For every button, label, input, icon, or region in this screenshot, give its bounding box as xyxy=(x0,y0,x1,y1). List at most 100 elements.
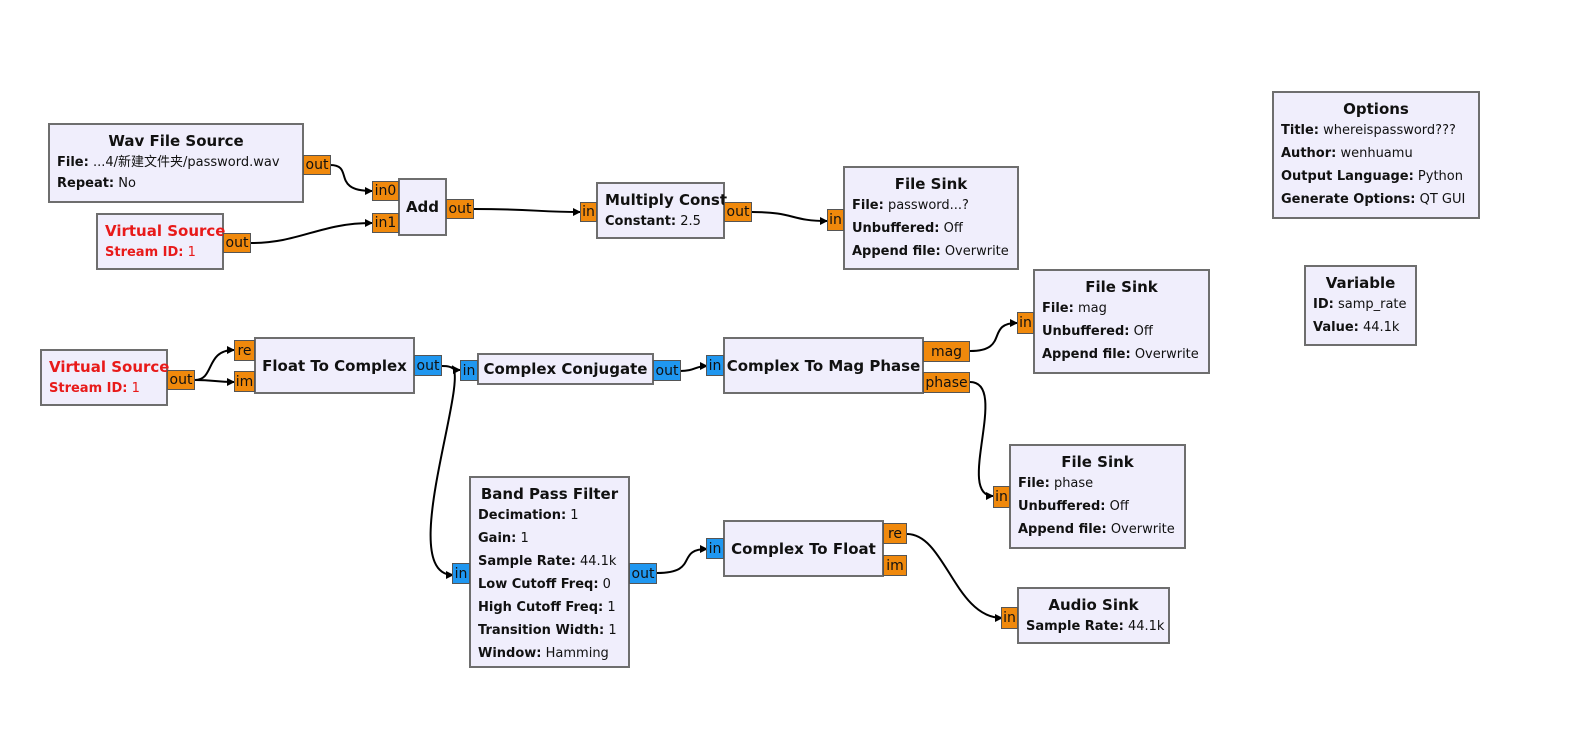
param-constant: Constant: 2.5 xyxy=(605,214,701,229)
block-title: Float To Complex xyxy=(262,356,407,375)
wire-c2f-re-to-audio xyxy=(906,533,1003,622)
wire-vsrc2-to-f2c-im xyxy=(194,377,235,386)
band-pass-filter-block[interactable]: Band Pass Filter Decimation: 1 Gain: 1 S… xyxy=(469,476,630,668)
block-title: Multiply Const xyxy=(605,191,728,209)
param-output-language: Output Language: Python xyxy=(1281,169,1463,184)
block-title: Virtual Source xyxy=(105,222,226,240)
param-decimation: Decimation: 1 xyxy=(478,508,579,523)
param-file: File: mag xyxy=(1042,301,1107,316)
float-to-complex-im-port[interactable]: im xyxy=(234,371,255,392)
wav-out-port[interactable]: out xyxy=(303,155,331,175)
block-title: File Sink xyxy=(1085,278,1158,296)
complex-to-float-block[interactable]: Complex To Float xyxy=(723,520,884,577)
param-transition-width: Transition Width: 1 xyxy=(478,623,617,638)
band-pass-filter-in-port[interactable]: in xyxy=(452,563,470,584)
wire-f2c-to-bpf xyxy=(429,365,456,579)
param-value: Value: 44.1k xyxy=(1313,320,1400,335)
param-unbuffered: Unbuffered: Off xyxy=(1018,499,1129,514)
wire-bpf-to-c2f xyxy=(656,545,708,574)
wire-conj-to-magphase xyxy=(679,362,708,372)
float-to-complex-re-port[interactable]: re xyxy=(234,340,255,361)
complex-conjugate-out-port[interactable]: out xyxy=(653,360,681,381)
block-title: Band Pass Filter xyxy=(480,485,619,503)
block-title: Add xyxy=(405,198,440,216)
complex-to-float-im-port[interactable]: im xyxy=(883,555,907,576)
band-pass-filter-out-port[interactable]: out xyxy=(629,563,657,584)
param-sample-rate: Sample Rate: 44.1k xyxy=(478,554,617,569)
add-in1-port[interactable]: in1 xyxy=(372,213,399,233)
block-title: Complex Conjugate xyxy=(483,360,648,378)
file-sink-block[interactable]: File Sink File: password...? Unbuffered:… xyxy=(843,166,1019,270)
param-low-cutoff: Low Cutoff Freq: 0 xyxy=(478,577,611,592)
virtual-source-out-port[interactable]: out xyxy=(223,233,251,253)
block-title: Variable xyxy=(1325,274,1396,292)
float-to-complex-block[interactable]: Float To Complex xyxy=(254,337,415,394)
float-to-complex-out-port[interactable]: out xyxy=(414,355,442,376)
multiply-in-port[interactable]: in xyxy=(580,202,597,222)
block-title: Virtual Source xyxy=(49,358,170,376)
virtual-source-block[interactable]: Virtual Source Stream ID: 1 xyxy=(40,349,170,406)
param-append: Append file: Overwrite xyxy=(852,244,1009,259)
param-id: ID: samp_rate xyxy=(1313,297,1407,312)
param-file: File: ...4/新建文件夹/password.wav xyxy=(57,155,280,170)
audio-sink-block[interactable]: Audio Sink Sample Rate: 44.1k xyxy=(1017,587,1170,644)
complex-conjugate-in-port[interactable]: in xyxy=(460,360,478,381)
param-file: File: phase xyxy=(1018,476,1094,491)
param-sample-rate: Sample Rate: 44.1k xyxy=(1026,619,1165,634)
param-append: Append file: Overwrite xyxy=(1018,522,1175,537)
block-title: File Sink xyxy=(1061,453,1134,471)
wire-add-to-multiply xyxy=(473,207,581,216)
multiply-out-port[interactable]: out xyxy=(724,202,752,222)
param-gain: Gain: 1 xyxy=(478,531,529,546)
add-in0-port[interactable]: in0 xyxy=(372,181,399,201)
param-file: File: password...? xyxy=(852,198,969,213)
complex-to-float-in-port[interactable]: in xyxy=(706,538,724,559)
param-high-cutoff: High Cutoff Freq: 1 xyxy=(478,600,616,615)
virtual-source-block[interactable]: Virtual Source Stream ID: 1 xyxy=(96,213,226,270)
block-title: Options xyxy=(1343,100,1409,118)
param-stream-id: Stream ID: 1 xyxy=(49,381,140,396)
complex-to-mag-phase-in-port[interactable]: in xyxy=(706,355,724,376)
audio-sink-in-port[interactable]: in xyxy=(1001,607,1018,629)
add-out-port[interactable]: out xyxy=(446,199,474,219)
wire-vsrc2-to-f2c-re xyxy=(194,346,235,381)
phase-out-port[interactable]: phase xyxy=(923,372,970,393)
param-repeat: Repeat: No xyxy=(57,176,136,191)
block-title: Complex To Float xyxy=(731,539,876,558)
block-title: File Sink xyxy=(894,175,968,193)
param-title: Title: whereispassword??? xyxy=(1281,123,1456,138)
block-title: Complex To Mag Phase xyxy=(726,356,921,375)
multiply-const-block[interactable]: Multiply Const Constant: 2.5 xyxy=(596,182,728,239)
block-title: Audio Sink xyxy=(1048,596,1139,614)
param-unbuffered: Unbuffered: Off xyxy=(1042,324,1153,339)
variable-block[interactable]: Variable ID: samp_rate Value: 44.1k xyxy=(1304,265,1417,346)
file-sink-block[interactable]: File Sink File: phase Unbuffered: Off Ap… xyxy=(1009,444,1186,549)
wire-wav-to-add-in0 xyxy=(329,164,373,195)
wire-f2c-to-conj xyxy=(441,365,461,374)
file-sink-in-port[interactable]: in xyxy=(1017,312,1034,334)
complex-to-float-re-port[interactable]: re xyxy=(883,523,907,544)
param-stream-id: Stream ID: 1 xyxy=(105,245,196,260)
complex-conjugate-block[interactable]: Complex Conjugate xyxy=(477,353,654,385)
virtual-source-out-port[interactable]: out xyxy=(167,370,195,390)
param-window: Window: Hamming xyxy=(478,646,609,661)
param-author: Author: wenhuamu xyxy=(1281,146,1413,161)
add-block[interactable]: Add xyxy=(398,178,447,236)
mag-out-port[interactable]: mag xyxy=(923,341,970,362)
param-unbuffered: Unbuffered: Off xyxy=(852,221,963,236)
wire-mag-to-filesink xyxy=(969,319,1018,352)
file-sink-in-port[interactable]: in xyxy=(993,486,1010,508)
param-append: Append file: Overwrite xyxy=(1042,347,1199,362)
wire-vsrc1-to-add-in1 xyxy=(250,219,373,244)
param-generate-options: Generate Options: QT GUI xyxy=(1281,192,1466,207)
file-sink-block[interactable]: File Sink File: mag Unbuffered: Off Appe… xyxy=(1033,269,1210,374)
options-block[interactable]: Options Title: whereispassword??? Author… xyxy=(1272,91,1480,219)
file-sink-in-port[interactable]: in xyxy=(827,209,844,231)
wire-multiply-to-filesink xyxy=(751,211,828,225)
block-title: Wav File Source xyxy=(108,132,244,150)
complex-to-mag-phase-block[interactable]: Complex To Mag Phase xyxy=(723,337,924,394)
wire-phase-to-filesink xyxy=(969,381,994,500)
wav-file-source-block[interactable]: Wav File Source File: ...4/新建文件夹/passwor… xyxy=(48,123,304,203)
